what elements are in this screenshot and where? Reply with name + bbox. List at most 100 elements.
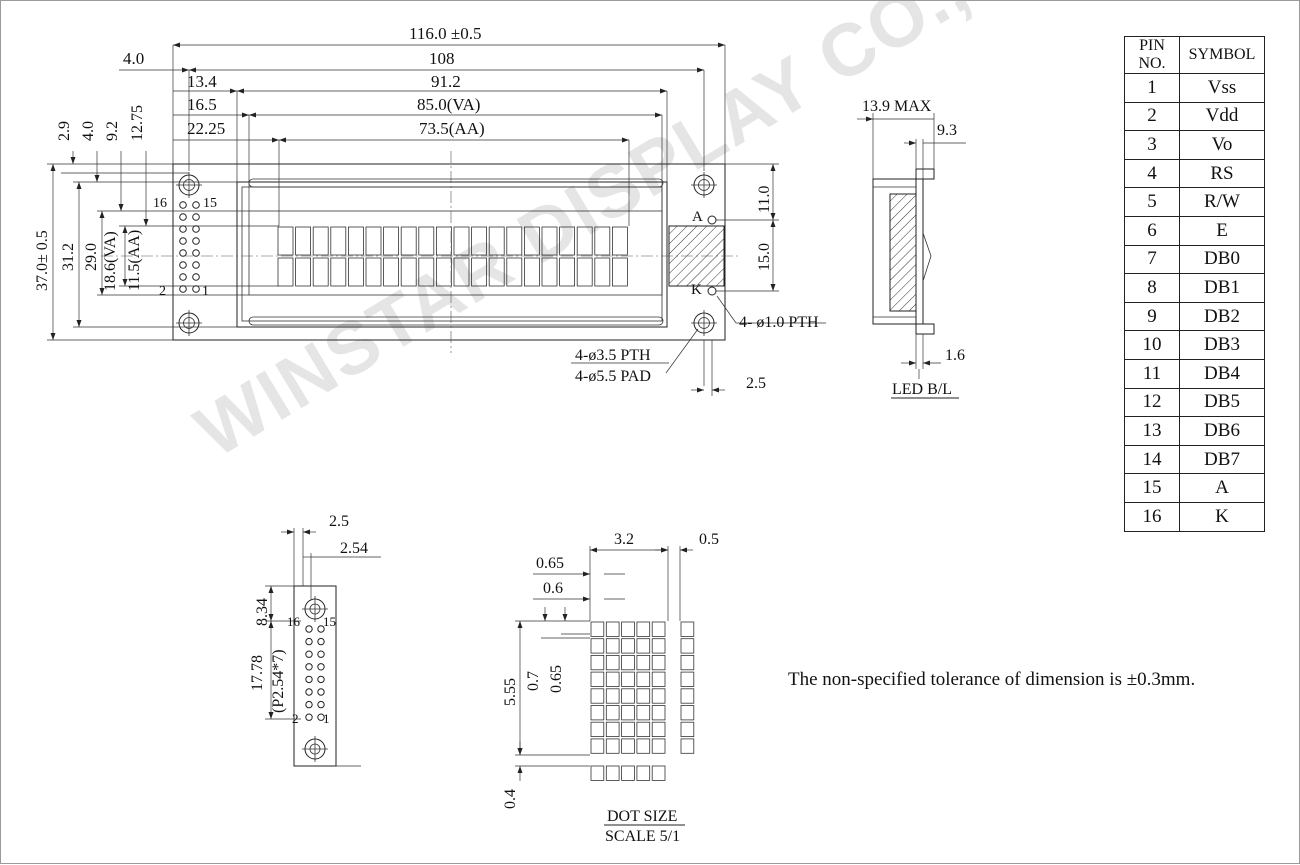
dim-bezel-width: 91.2 (431, 72, 461, 91)
pin-no-header: PIN NO. (1124, 36, 1180, 74)
pixel-dot (636, 655, 651, 671)
pixel-dot (605, 621, 620, 637)
pin-number-cell: 2 (1124, 101, 1180, 132)
pixel-dot (621, 671, 635, 687)
detail-header-pin (317, 713, 325, 721)
header-pin (192, 213, 200, 221)
next-char-dot (680, 721, 695, 738)
pin-symbol-cell: Vdd (1179, 101, 1265, 132)
header-pin (192, 273, 200, 281)
front-view (47, 42, 826, 396)
header-pin (179, 273, 187, 281)
char-cell (541, 226, 558, 256)
next-char-dot (680, 638, 695, 654)
dot-dim-5-55: 5.55 (502, 678, 519, 706)
char-cell (365, 257, 382, 287)
char-cell (471, 226, 488, 256)
pin-number-cell: 8 (1124, 273, 1180, 303)
char-cell (594, 226, 611, 256)
dot-dim-0-4: 0.4 (502, 789, 519, 809)
char-cell (400, 257, 417, 287)
next-char-dot (680, 671, 695, 687)
char-cell (383, 257, 400, 287)
char-cell (435, 257, 452, 287)
pixel-dot (590, 671, 605, 687)
char-cell (524, 226, 540, 256)
char-cell (559, 226, 575, 256)
pixel-dot (621, 688, 635, 704)
char-cell (471, 257, 488, 287)
pin-number-cell: 14 (1124, 444, 1180, 475)
detail-header-pin (305, 700, 313, 709)
pixel-dot (651, 705, 666, 721)
header-pin (179, 285, 187, 293)
char-cell (435, 226, 452, 256)
header-pin (179, 261, 187, 269)
header-pins (179, 201, 200, 293)
pixel-dot (621, 721, 635, 738)
pixel-dot (621, 738, 635, 754)
bezel-outline (236, 181, 668, 328)
char-cell (418, 257, 435, 287)
pin-symbol-cell: R/W (1179, 187, 1265, 217)
cursor-dot (590, 765, 605, 781)
char-cell (559, 257, 575, 287)
pin-number-cell: 12 (1124, 387, 1180, 418)
detail-header-pin (305, 625, 313, 633)
cursor-dot (651, 765, 666, 781)
pixel-dot (590, 705, 605, 721)
header-pin (179, 201, 187, 209)
pin-detail-label-1: 1 (323, 711, 330, 726)
pin-dim-pitch: (P2.54*7) (270, 649, 287, 713)
char-cell (453, 257, 470, 287)
char-cell (400, 226, 417, 256)
pin-number-cell: 15 (1124, 473, 1180, 503)
side-dim-13-9-max: 13.9 MAX (862, 98, 932, 115)
header-pin (192, 201, 200, 209)
note-pad-5-5: 4-ø5.5 PAD (575, 368, 651, 385)
dot-caption-line1: DOT SIZE (607, 808, 677, 825)
pixel-dot (636, 705, 651, 721)
pixel-dot (621, 621, 635, 637)
detail-header-pin (317, 663, 325, 671)
pin-symbol-cell: Vo (1179, 130, 1265, 160)
pin-label-2: 2 (159, 284, 166, 299)
pixel-dot (590, 638, 605, 654)
dot-dim-0-65-v: 0.65 (548, 665, 565, 693)
pixel-dot (590, 688, 605, 704)
pin-symbol-cell: DB1 (1179, 273, 1265, 303)
pixel-dot (590, 621, 605, 637)
pin-symbol-cell: DB5 (1179, 387, 1265, 418)
header-pin (192, 285, 200, 293)
pixel-dot (636, 671, 651, 687)
char-cell (506, 226, 523, 256)
header-pin (192, 237, 200, 245)
dim-right-11: 11.0 (756, 186, 773, 213)
side-led-bl-label: LED B/L (892, 381, 952, 398)
side-view: 13.9 MAX 9.3 1.6 LED B/L (857, 98, 966, 399)
char-cell (418, 226, 435, 256)
led-anode-label: A (692, 209, 703, 225)
viewing-area (248, 210, 663, 296)
header-pin (179, 237, 187, 245)
dot-grid (590, 621, 695, 781)
pin-symbol-cell: DB0 (1179, 244, 1265, 275)
note-pth-3-5: 4-ø3.5 PTH (575, 347, 651, 364)
pin-dim-17-78: 17.78 (249, 655, 266, 691)
char-cell (612, 257, 628, 287)
pin-label-1: 1 (202, 284, 209, 299)
char-cell (347, 226, 364, 256)
pixel-dot (651, 638, 666, 654)
dim-hole-offset: 4.0 (123, 49, 144, 68)
